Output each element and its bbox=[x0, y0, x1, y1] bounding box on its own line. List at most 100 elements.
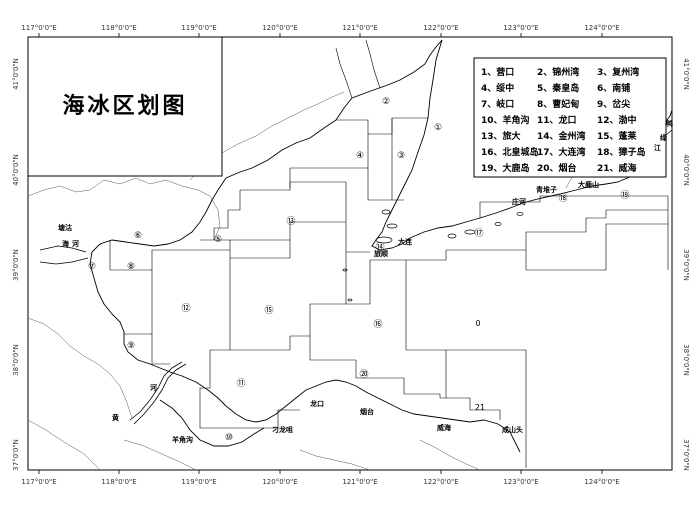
lat-label-left: 37°0'0"N bbox=[12, 439, 20, 471]
place-yantai: 烟台 bbox=[360, 407, 374, 416]
lat-label-right: 38°0'0"N bbox=[682, 344, 690, 376]
lon-label-bottom: 123°0'0"E bbox=[503, 478, 538, 486]
lat-label-left: 39°0'0"N bbox=[12, 249, 20, 281]
lon-label-top: 117°0'0"E bbox=[21, 24, 56, 32]
legend-entry: 5、秦皇岛 bbox=[537, 82, 579, 94]
place-chengshantou: 成山头 bbox=[502, 425, 523, 434]
lon-label-bottom: 117°0'0"E bbox=[21, 478, 56, 486]
zone-marker-0: 0 bbox=[475, 319, 480, 328]
legend-entry: 11、龙口 bbox=[537, 114, 577, 126]
lat-labels-left: 41°0'0"N 40°0'0"N 39°0'0"N 38°0'0"N 37°0… bbox=[12, 58, 20, 471]
zone-marker-21: 21 bbox=[475, 403, 485, 412]
zone-marker-19: ⑲ bbox=[620, 190, 629, 201]
lat-label-left: 40°0'0"N bbox=[12, 154, 20, 186]
place-yalu-lv: 绿 bbox=[660, 133, 668, 142]
legend-entry: 4、绥中 bbox=[481, 82, 514, 94]
zone-marker-2: ② bbox=[382, 97, 390, 107]
legend-entry: 14、金州湾 bbox=[537, 130, 586, 142]
lon-label-top: 118°0'0"E bbox=[101, 24, 136, 32]
zone-marker-9: ⑨ bbox=[127, 341, 135, 351]
legend-entry: 8、曹妃甸 bbox=[537, 98, 579, 110]
zone-boundaries bbox=[109, 117, 669, 468]
lon-label-top: 123°0'0"E bbox=[503, 24, 538, 32]
lon-label-top: 122°0'0"E bbox=[423, 24, 458, 32]
legend-entry: 13、旅大 bbox=[481, 130, 521, 142]
place-zhuanghe: 庄河 bbox=[512, 197, 526, 206]
lat-label-right: 37°0'0"N bbox=[682, 439, 690, 471]
legend-entry: 1、营口 bbox=[481, 66, 514, 78]
legend-entry: 3、复州湾 bbox=[597, 66, 639, 78]
zone-marker-14: ⑭ bbox=[375, 242, 384, 253]
legend-entry: 19、大鹿岛 bbox=[481, 162, 530, 174]
lat-labels-right: 41°0'0"N 40°0'0"N 39°0'0"N 38°0'0"N 37°0… bbox=[682, 58, 690, 471]
place-huanghe-he: 河 bbox=[150, 383, 157, 392]
legend-entries: 1、营口 2、锦州湾 3、复州湾 4、绥中 5、秦皇岛 6、南铺 7、岐口 8、… bbox=[481, 66, 646, 174]
place-yalu-jiang: 江 bbox=[654, 143, 661, 152]
lon-labels-top: 117°0'0"E 118°0'0"E 119°0'0"E 120°0'0"E … bbox=[21, 24, 619, 32]
zone-marker-18: ⑱ bbox=[558, 193, 567, 204]
legend-entry: 7、岐口 bbox=[481, 98, 514, 110]
legend-entry: 21、威海 bbox=[597, 162, 637, 174]
place-labels: 塘沽 海 河 黄 河 羊角沟 刁龙咀 龙口 烟台 威海 成山头 大连 旅顺 庄河… bbox=[58, 119, 673, 444]
lon-label-top: 124°0'0"E bbox=[584, 24, 619, 32]
zone-marker-20: ⑳ bbox=[359, 369, 368, 380]
lat-label-right: 40°0'0"N bbox=[682, 154, 690, 186]
lat-label-left: 41°0'0"N bbox=[12, 58, 20, 90]
lat-label-left: 38°0'0"N bbox=[12, 344, 20, 376]
place-lvshun: 旅顺 bbox=[373, 249, 388, 258]
place-weihai: 威海 bbox=[437, 423, 451, 432]
zone-marker-17: ⑰ bbox=[474, 228, 483, 239]
lat-label-right: 39°0'0"N bbox=[682, 249, 690, 281]
place-dalushan: 大鹿山 bbox=[578, 180, 599, 189]
map-title: 海冰区划图 bbox=[62, 93, 187, 119]
place-huanghe-huang: 黄 bbox=[112, 413, 119, 422]
place-longkou: 龙口 bbox=[309, 399, 324, 408]
legend-entry: 18、獐子岛 bbox=[597, 146, 646, 158]
zone-marker-1: ① bbox=[434, 123, 442, 133]
legend-entry: 10、羊角沟 bbox=[481, 114, 530, 126]
place-diaolongzui: 刁龙咀 bbox=[272, 425, 293, 434]
place-dalian: 大连 bbox=[398, 237, 413, 246]
place-yalu-ya: 鸭 bbox=[666, 119, 673, 128]
legend-entry: 12、渤中 bbox=[597, 114, 637, 126]
lon-label-top: 119°0'0"E bbox=[181, 24, 216, 32]
zone-marker-3: ③ bbox=[397, 151, 405, 161]
zone-marker-4: ④ bbox=[356, 151, 364, 161]
zone-markers: ① ② ③ ④ ⑤ ⑥ ⑦ ⑧ ⑨ ⑩ ⑪ ⑫ ⑬ ⑭ ⑮ ⑯ ⑰ ⑱ ⑲ ⑳ … bbox=[88, 97, 630, 443]
zone-marker-7: ⑦ bbox=[88, 262, 96, 272]
lon-label-bottom: 121°0'0"E bbox=[342, 478, 377, 486]
lon-label-bottom: 118°0'0"E bbox=[101, 478, 136, 486]
legend-entry: 16、北皇城岛 bbox=[481, 146, 539, 158]
title-box bbox=[27, 36, 223, 177]
lon-label-bottom: 124°0'0"E bbox=[584, 478, 619, 486]
lon-label-bottom: 119°0'0"E bbox=[181, 478, 216, 486]
legend-entry: 2、锦州湾 bbox=[537, 66, 579, 78]
zone-marker-8: ⑧ bbox=[127, 262, 135, 272]
legend-entry: 17、大连湾 bbox=[537, 146, 586, 158]
place-haihe-he: 河 bbox=[72, 239, 79, 248]
zone-marker-10: ⑩ bbox=[225, 433, 233, 443]
lat-label-right: 41°0'0"N bbox=[682, 58, 690, 90]
legend-entry: 6、南铺 bbox=[597, 82, 630, 94]
lon-label-bottom: 120°0'0"E bbox=[262, 478, 297, 486]
lon-label-top: 121°0'0"E bbox=[342, 24, 377, 32]
place-qingduizi: 青堆子 bbox=[536, 185, 557, 194]
zone-marker-6: ⑥ bbox=[134, 231, 142, 241]
zone-marker-12: ⑫ bbox=[181, 303, 190, 314]
lon-label-bottom: 122°0'0"E bbox=[423, 478, 458, 486]
legend-entry: 20、烟台 bbox=[537, 162, 577, 174]
place-haihe-hai: 海 bbox=[62, 239, 69, 248]
lon-tick-marks bbox=[38, 33, 603, 474]
zone-marker-13: ⑬ bbox=[286, 216, 295, 227]
place-yangjiaogou: 羊角沟 bbox=[172, 435, 193, 444]
legend-entry: 9、岔尖 bbox=[597, 98, 631, 110]
legend-entry: 15、蓬莱 bbox=[597, 130, 638, 142]
zone-marker-11: ⑪ bbox=[236, 378, 245, 389]
zone-marker-16: ⑯ bbox=[373, 319, 382, 330]
lon-labels-bottom: 117°0'0"E 118°0'0"E 119°0'0"E 120°0'0"E … bbox=[21, 478, 619, 486]
legend-box bbox=[473, 57, 667, 178]
place-tanggu: 塘沽 bbox=[58, 223, 72, 232]
zone-marker-5: ⑤ bbox=[214, 235, 222, 245]
islands bbox=[342, 209, 524, 302]
